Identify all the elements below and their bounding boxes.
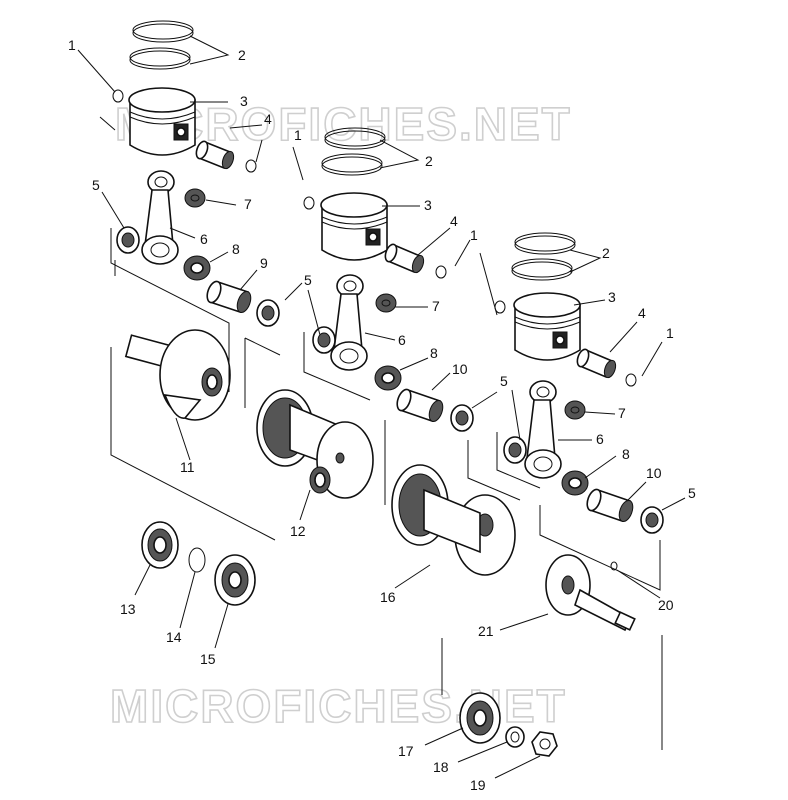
needle-bearing-big-end-cyl3: [561, 470, 589, 496]
callout-labels: 1 2 3 4 1 5 6 7 8 9 11 2 3 4 1 5 7 6 8 1…: [68, 37, 696, 793]
callout-8-cyl2: 8: [430, 345, 438, 361]
callout-2-cyl2: 2: [425, 153, 433, 169]
piston-cyl3: [513, 292, 581, 361]
callout-2-cyl3: 2: [602, 245, 610, 261]
callout-16: 16: [380, 589, 396, 605]
needle-bearing-small-end-cyl2: [375, 293, 397, 313]
callout-1-cyl2: 1: [470, 227, 478, 243]
thrust-washer-cyl1-b: [256, 299, 280, 327]
crank-pin-cyl2: [396, 388, 444, 423]
callout-6-cyl2: 6: [398, 332, 406, 348]
callout-10-cyl3: 10: [646, 465, 662, 481]
circlip-cyl3-right: [625, 373, 637, 387]
circlip-cyl1-left: [112, 89, 124, 103]
thrust-washer-cyl1: [116, 226, 140, 254]
thrust-washer-cyl3: [503, 436, 527, 464]
callout-2-cyl1: 2: [238, 47, 246, 63]
crank-half-pto: [124, 329, 231, 421]
callout-5-cyl2-b: 5: [500, 373, 508, 389]
callout-7-cyl1: 7: [244, 196, 252, 212]
assembly-brackets-cyl3: [441, 252, 663, 750]
snap-ring: [188, 547, 206, 573]
crank-half-mag: [545, 554, 636, 632]
callout-1-cyl1: 1: [68, 37, 76, 53]
callout-12: 12: [290, 523, 306, 539]
circlip-cyl2-left: [303, 196, 315, 210]
connecting-rod-cyl3: [524, 380, 562, 479]
leader-lines: [77, 35, 686, 779]
callout-4-cyl3: 4: [638, 305, 646, 321]
woodruff-key: [610, 561, 618, 571]
callout-18: 18: [433, 759, 449, 775]
callout-5-cyl1: 5: [92, 177, 100, 193]
callout-6-cyl3: 6: [596, 431, 604, 447]
main-bearing-left: [141, 521, 179, 569]
flat-washer: [505, 726, 525, 748]
needle-bearing-small-end-cyl3: [564, 400, 586, 420]
assembly-brackets-cyl2: [244, 146, 521, 505]
thrust-washer-cyl2-b: [450, 404, 474, 432]
callout-15: 15: [200, 651, 216, 667]
callout-5-cyl2: 5: [304, 272, 312, 288]
crank-center-section: [256, 389, 374, 499]
thrust-washer-cyl2: [312, 326, 336, 354]
end-bearing: [459, 692, 501, 744]
connecting-rod-cyl2: [330, 274, 368, 371]
piston-pin-cyl3: [576, 348, 617, 379]
main-bearing-right: [214, 554, 256, 606]
callout-7-cyl2: 7: [432, 298, 440, 314]
callout-3-cyl1: 3: [240, 93, 248, 109]
crank-center-section-2: [391, 464, 516, 576]
piston-ring-set-cyl2: [321, 127, 386, 176]
crank-pin-cyl1: [206, 280, 252, 314]
thrust-washer-cyl3-b: [640, 506, 664, 534]
piston-pin-cyl2: [384, 243, 425, 274]
piston-ring-set-cyl1: [129, 20, 194, 70]
crank-pin-cyl3: [586, 488, 634, 523]
callout-1-cyl3: 1: [666, 325, 674, 341]
circlip-cyl1-right: [245, 159, 257, 173]
callout-21: 21: [478, 623, 494, 639]
callout-1-cyl1-b: 1: [294, 127, 302, 143]
callout-17: 17: [398, 743, 414, 759]
callout-8-cyl3: 8: [622, 446, 630, 462]
piston-cyl1: [128, 87, 196, 156]
needle-bearing-big-end-cyl2: [374, 365, 402, 391]
connecting-rod-cyl1: [141, 170, 179, 265]
circlip-cyl3-left: [494, 300, 506, 314]
callout-3-cyl3: 3: [608, 289, 616, 305]
callout-3-cyl2: 3: [424, 197, 432, 213]
needle-bearing-small-end-cyl1: [184, 188, 206, 208]
callout-14: 14: [166, 629, 182, 645]
callout-19: 19: [470, 777, 486, 793]
assembly-brackets-cyl1: [99, 116, 276, 541]
piston-pin-cyl1: [195, 140, 235, 170]
callout-11: 11: [180, 459, 195, 475]
callout-20: 20: [658, 597, 674, 613]
callout-10-cyl2: 10: [452, 361, 468, 377]
callout-9: 9: [260, 255, 268, 271]
callout-5-cyl3: 5: [688, 485, 696, 501]
callout-8-cyl1: 8: [232, 241, 240, 257]
callout-6-cyl1: 6: [200, 231, 208, 247]
hex-nut: [531, 731, 558, 757]
piston-cyl2: [320, 192, 388, 261]
piston-ring-set-cyl3: [511, 232, 576, 281]
circlip-cyl2-right: [435, 265, 447, 279]
callout-7-cyl3: 7: [618, 405, 626, 421]
callout-4-cyl1: 4: [264, 111, 272, 127]
needle-bearing-big-end-cyl1: [183, 255, 211, 281]
callout-4-cyl2: 4: [450, 213, 458, 229]
callout-13: 13: [120, 601, 136, 617]
